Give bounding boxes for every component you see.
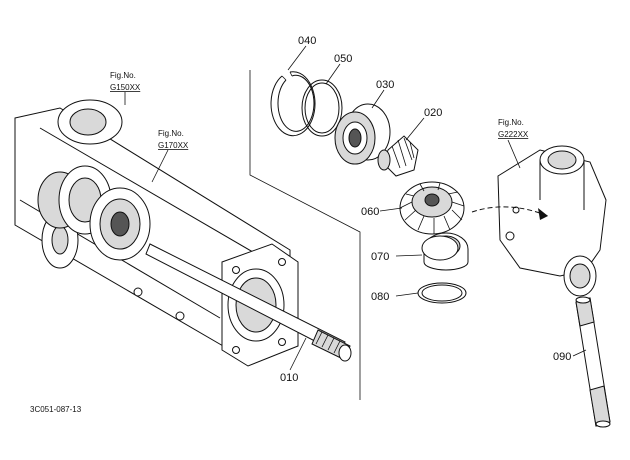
ring-080	[417, 282, 467, 304]
bearing-030	[334, 103, 391, 165]
explode-bracket	[249, 70, 361, 400]
fig-ref-g222-prefix: Fig.No.	[498, 118, 524, 127]
part-label-090[interactable]: 090	[553, 351, 571, 363]
bearing-070	[421, 232, 469, 271]
fig-ref-g222-code[interactable]: G222XX	[498, 130, 529, 139]
part-label-050[interactable]: 050	[334, 53, 352, 65]
o-ring-050	[301, 79, 343, 137]
gear-case	[497, 145, 607, 297]
gearbox-housing	[14, 99, 299, 367]
part-label-040[interactable]: 040	[298, 35, 316, 47]
bevel-gear-060	[399, 181, 465, 235]
fig-ref-g150-prefix: Fig.No.	[110, 71, 136, 80]
stud-bolt-090	[575, 296, 611, 428]
fig-ref-g170-code[interactable]: G170XX	[158, 141, 189, 150]
part-label-080[interactable]: 080	[371, 291, 389, 303]
pinion-gear-020	[377, 135, 419, 177]
arrow-head	[538, 208, 548, 220]
snap-ring-040	[270, 71, 316, 137]
part-label-010[interactable]: 010	[280, 372, 298, 384]
part-label-030[interactable]: 030	[376, 79, 394, 91]
fig-ref-g150-code[interactable]: G150XX	[110, 83, 141, 92]
part-label-060[interactable]: 060	[361, 206, 379, 218]
part-label-020[interactable]: 020	[424, 107, 442, 119]
part-label-070[interactable]: 070	[371, 251, 389, 263]
document-code: 3C051-087-13	[30, 405, 82, 414]
shaft-010	[145, 243, 352, 362]
fig-ref-g170-prefix: Fig.No.	[158, 129, 184, 138]
leader-lines	[124, 45, 587, 371]
